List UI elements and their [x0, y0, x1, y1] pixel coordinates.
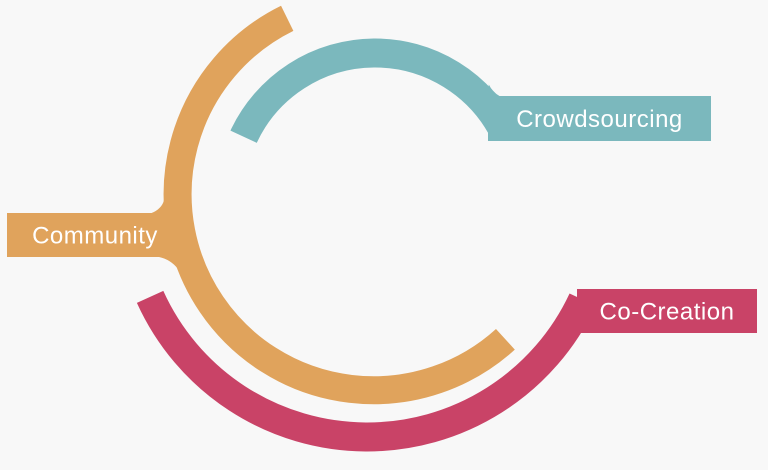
crowdsourcing-ribbon: Crowdsourcing	[230, 38, 711, 143]
community-fillet-top	[151, 199, 165, 214]
crowdsourcing-arc	[230, 38, 519, 143]
crowdsourcing-label: Crowdsourcing	[516, 106, 683, 133]
community-label: Community	[32, 223, 158, 250]
crowdsourcing-label-box	[488, 96, 711, 141]
co-creation-label: Co-Creation	[600, 299, 735, 326]
crowdsourcing-fillet-top	[488, 84, 500, 96]
co-creation-label-box	[577, 289, 757, 333]
community-label-box	[7, 213, 190, 257]
co-creation-arc	[136, 290, 596, 452]
community-fillet-bottom	[159, 257, 178, 269]
community-arc	[163, 5, 515, 405]
community-ribbon: Community	[7, 5, 515, 405]
co-creation-ribbon: Co-Creation	[136, 289, 757, 452]
